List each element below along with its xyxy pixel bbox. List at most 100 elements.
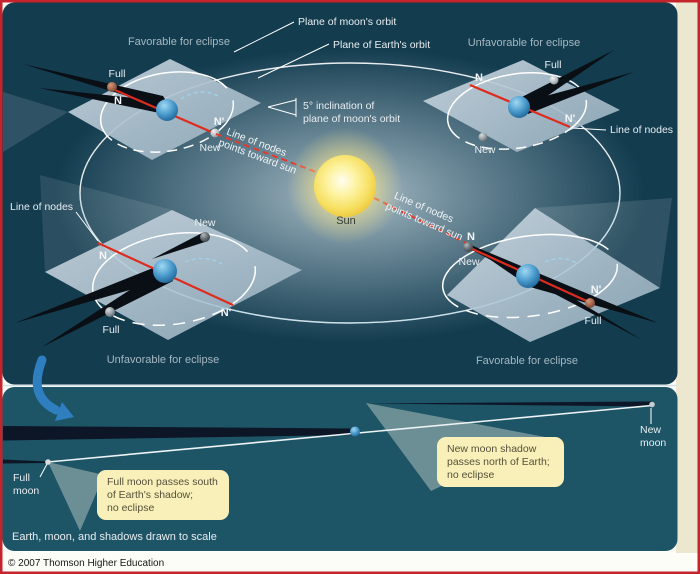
plane-beam — [535, 198, 672, 288]
shadow-cone — [466, 243, 658, 323]
earth-sphere — [508, 96, 530, 118]
line-of-nodes-dashed — [215, 133, 317, 173]
line-of-nodes-label: Line of nodes — [610, 124, 673, 136]
full-moon-label: Full — [585, 315, 602, 327]
copyright-text: © 2007 Thomson Higher Education — [8, 558, 164, 569]
pointer-line — [571, 127, 607, 131]
plane-of-moons-orbit-label: Plane of moon's orbit — [298, 16, 396, 28]
line-of-nodes-label: Line of nodes — [10, 201, 73, 213]
scale-caption: Earth, moon, and shadows drawn to scale — [12, 531, 217, 543]
callout-text-line3: no eclipse — [107, 502, 154, 514]
plane-of-earths-orbit-label: Plane of Earth's orbit — [333, 39, 430, 51]
moon-orbit-ellipse — [99, 71, 235, 153]
callout-text-line2: of Earth's shadow; — [107, 489, 193, 501]
assembly-bottom-right: N New N' Full Favorable for eclipse — [441, 231, 658, 367]
callout-full-moon: Full moon passes south of Earth's shadow… — [97, 470, 229, 520]
shadow-cone — [15, 262, 175, 323]
shadow-cone — [516, 50, 614, 112]
new-moon-to-scale — [649, 401, 655, 408]
new-moon-scale-label-line2: moon — [640, 437, 666, 449]
pointer-line — [39, 463, 48, 478]
zoom-arrow-shaft — [32, 355, 61, 415]
plane-beam — [3, 92, 68, 152]
node-n-label: N — [114, 95, 122, 107]
shadow-cone — [39, 88, 174, 116]
node-n-label: N — [475, 72, 483, 84]
moon-path-line — [47, 404, 653, 463]
inclination-label-line2: plane of moon's orbit — [303, 113, 400, 125]
callout-new-moon: New moon shadow passes north of Earth; n… — [437, 437, 564, 487]
angle-wedge-line — [267, 106, 297, 116]
new-moon-sphere — [478, 132, 488, 142]
full-moon-scale-label-line1: Full — [13, 472, 30, 484]
moon-orbit-ellipse — [91, 231, 257, 327]
pointer-line — [75, 211, 99, 242]
scale-drawing-panel: Full moon passes south of Earth's shadow… — [3, 401, 666, 543]
node-n-prime-label: N' — [591, 284, 602, 296]
assembly-bottom-left: New N Full N' Unfavorable for eclipse Li… — [10, 201, 257, 366]
hidden-orbit-arc — [184, 257, 223, 265]
full-moon-to-scale — [45, 459, 51, 465]
sun: Sun — [287, 128, 403, 244]
shadow-cone — [520, 72, 634, 114]
inclination-label-line1: 5° inclination of — [303, 100, 374, 112]
new-moon-label: New — [458, 256, 479, 268]
lower-panel — [2, 387, 678, 551]
earth-to-scale — [350, 426, 360, 437]
new-moon-label: New — [474, 144, 495, 156]
orbital-geometry-diagram: Full N New N' Favorable for eclipse Full… — [3, 16, 673, 367]
full-moon-sphere — [107, 82, 117, 92]
shadow-cone — [468, 248, 642, 340]
callout-text-line3: no eclipse — [447, 469, 494, 481]
callout-text-line1: New moon shadow — [447, 443, 537, 455]
node-n-label: N — [467, 231, 475, 243]
full-moon-label: Full — [109, 68, 126, 80]
quadrant-title: Favorable for eclipse — [476, 355, 578, 367]
assembly-top-right: Full N New N' Unfavorable for eclipse Li… — [446, 37, 673, 156]
sun-disc — [314, 155, 376, 217]
new-moon-shadow — [366, 401, 652, 407]
moon-orbit-ellipse — [441, 233, 619, 319]
plane-beam — [40, 175, 172, 272]
node-n-prime-label: N' — [565, 113, 576, 125]
inclination-annotation: 5° inclination of plane of moon's orbit — [267, 98, 400, 125]
moon-shadow-cone — [152, 233, 208, 259]
callout-box — [97, 470, 229, 520]
sun-label: Sun — [336, 215, 356, 227]
callout-box — [437, 437, 564, 487]
node-n-prime-label: N' — [221, 307, 232, 319]
callout-text-line2: passes north of Earth; — [447, 456, 550, 468]
new-moon-sphere — [463, 242, 473, 252]
quadrant-title: Unfavorable for eclipse — [107, 354, 220, 366]
angle-wedge-line — [267, 99, 297, 108]
new-moon-scale-label-line1: New — [640, 424, 661, 436]
pointer-line — [233, 21, 295, 53]
new-moon-label: New — [199, 142, 220, 154]
new-moon-sphere — [210, 128, 220, 138]
line-of-nodes-dashed — [373, 197, 467, 244]
assembly-top-left: Full N New N' Favorable for eclipse — [23, 36, 235, 154]
pointer-line — [257, 43, 330, 79]
shadow-cone — [42, 267, 173, 347]
earth-sphere — [156, 99, 178, 121]
full-moon-sphere — [549, 75, 559, 85]
callout-wedge — [48, 462, 104, 531]
earth-sphere — [153, 259, 177, 283]
full-moon-sphere — [105, 307, 115, 317]
new-moon-sphere — [200, 232, 210, 242]
full-moon-scale-label-line2: moon — [13, 485, 39, 497]
full-moon-shadow — [3, 459, 47, 464]
earth-shadow-cone — [3, 426, 353, 441]
quadrant-title: Unfavorable for eclipse — [468, 37, 581, 49]
new-moon-label: New — [194, 217, 215, 229]
right-margin — [676, 0, 700, 553]
quadrant-title: Favorable for eclipse — [128, 36, 230, 48]
earth-orbit-front-arc — [79, 192, 621, 324]
full-moon-sphere — [585, 298, 595, 308]
node-n-prime-label: N' — [214, 116, 225, 128]
zoom-arrow — [32, 355, 74, 421]
full-moon-label: Full — [103, 324, 120, 336]
